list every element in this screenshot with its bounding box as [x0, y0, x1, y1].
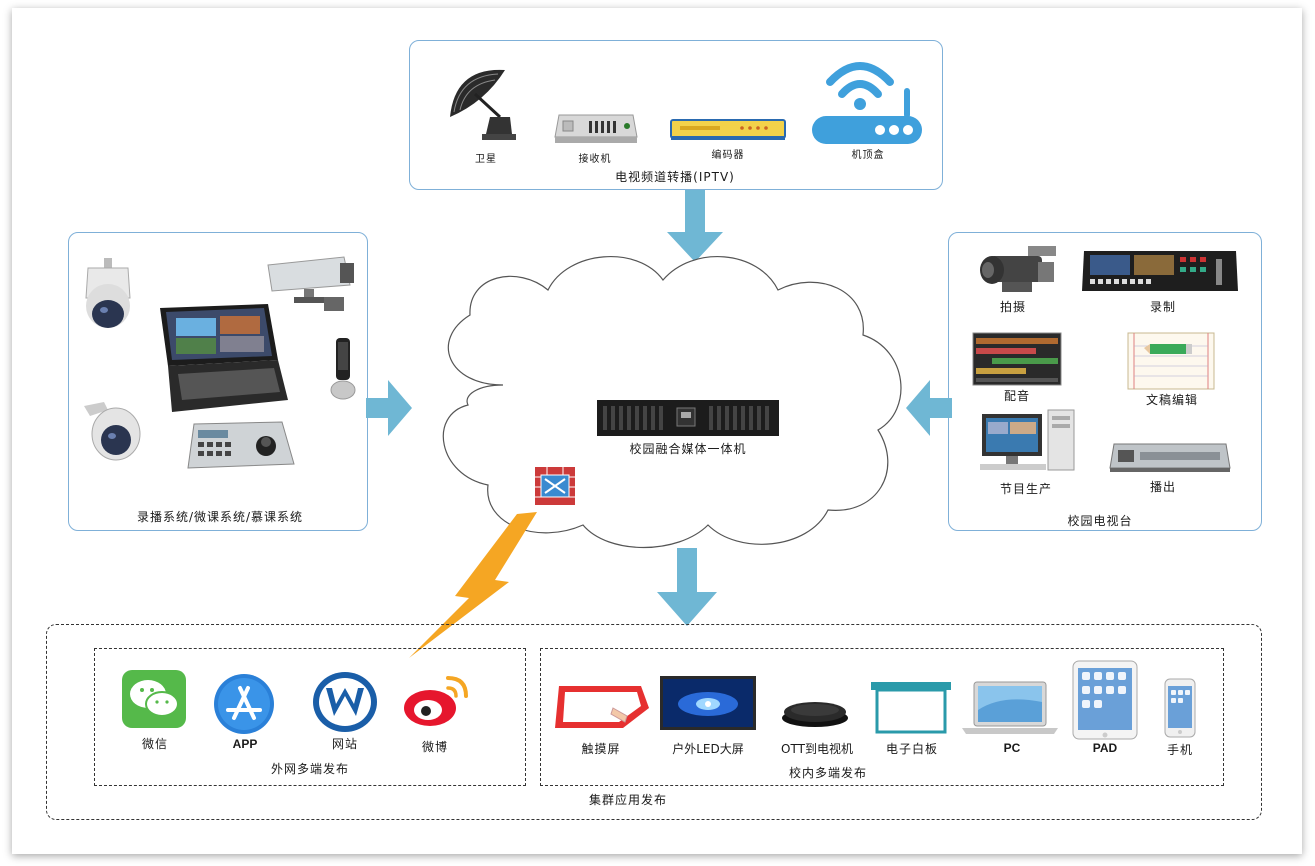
- set-top-box-label: 机顶盒: [851, 150, 885, 161]
- ptz-camera-icon: [84, 402, 141, 461]
- internal-publish-box: [540, 648, 1224, 786]
- whiteboard-icon: [871, 682, 951, 734]
- wechat-label: 微信: [141, 737, 168, 751]
- shooting-label: 拍摄: [999, 300, 1026, 314]
- dubbing-label: 配音: [1003, 389, 1030, 403]
- media-appliance-icon: [597, 400, 779, 436]
- led-screen-icon: [660, 676, 756, 730]
- microphone-icon: [330, 338, 356, 400]
- external-publish-title: 外网多端发布: [270, 762, 349, 776]
- encoder-label: 编码器: [711, 150, 745, 161]
- receiver-label: 接收机: [578, 154, 612, 165]
- lightning-link-icon: [409, 512, 537, 658]
- dome-camera-icon: [85, 258, 131, 328]
- satellite-dish-icon: [450, 69, 516, 140]
- pc-label: PC: [1003, 741, 1021, 755]
- program-production-label: 节目生产: [999, 482, 1052, 496]
- ott-box-icon: [782, 702, 848, 727]
- phone-icon: [1164, 678, 1196, 738]
- firewall-switch-icon: [535, 467, 575, 505]
- broadcast-label: 播出: [1149, 480, 1176, 494]
- arrow-down-bottom: [657, 548, 717, 626]
- arrow-right-left: [366, 380, 412, 436]
- internal-publish-title: 校内多端发布: [788, 766, 867, 780]
- iptv-group-title: 电视频道转播(IPTV): [615, 170, 735, 184]
- switcher-console-icon: [1082, 251, 1238, 291]
- whiteboard-label: 电子白板: [885, 742, 938, 756]
- arrow-down-top: [667, 190, 723, 262]
- ptz-controller-icon: [187, 421, 295, 469]
- external-publish-box: [94, 648, 526, 786]
- arrow-left-right: [906, 380, 952, 436]
- touch-screen-icon: [555, 686, 649, 728]
- phone-label: 手机: [1166, 743, 1193, 757]
- cluster-publish-title: 集群应用发布: [588, 793, 667, 807]
- satellite-label: 卫星: [475, 154, 497, 165]
- app-label: APP: [232, 737, 258, 751]
- video-camera-icon: [980, 246, 1056, 292]
- encoder-icon: [670, 119, 786, 140]
- wechat-icon: [122, 670, 186, 728]
- bullet-camera-icon: [267, 256, 354, 311]
- tablet-icon: [1072, 660, 1138, 740]
- pencil-document-icon: [1127, 332, 1215, 390]
- campus-tv-group-title: 校园电视台: [1067, 514, 1133, 528]
- rack-server-icon: [1109, 443, 1231, 472]
- led-screen-label: 户外LED大屏: [672, 742, 744, 756]
- weibo-label: 微博: [421, 740, 448, 754]
- website-label: 网站: [331, 737, 358, 751]
- recording-group-title: 录播系统/微课系统/慕课系统: [136, 510, 304, 524]
- audio-editor-icon: [972, 332, 1062, 386]
- cluster-publish-box: [46, 624, 1262, 820]
- laptop-icon: [962, 681, 1058, 734]
- recording-label: 录制: [1149, 300, 1176, 314]
- script-editing-label: 文稿编辑: [1145, 393, 1198, 407]
- workstation-icon: [980, 409, 1075, 471]
- ott-label: OTT到电视机: [781, 742, 853, 756]
- app-store-icon: [214, 674, 274, 734]
- receiver-icon: [554, 114, 638, 143]
- pad-label: PAD: [1092, 741, 1118, 755]
- touch-screen-label: 触摸屏: [581, 742, 621, 756]
- website-icon: [313, 672, 377, 732]
- set-top-box-icon: [812, 62, 922, 144]
- weibo-icon: [404, 676, 468, 726]
- media-appliance-label: 校园融合媒体一体机: [629, 442, 747, 456]
- portable-recorder-icon: [160, 304, 288, 412]
